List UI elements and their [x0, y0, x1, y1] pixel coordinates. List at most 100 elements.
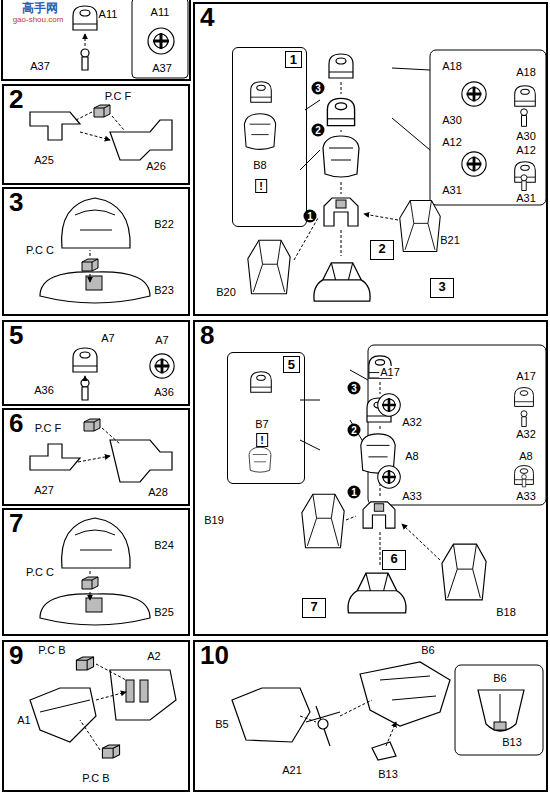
step10-art-part [380, 676, 436, 700]
step7-art-part [86, 598, 102, 612]
part-label: A37 [151, 62, 173, 74]
frames-part [368, 345, 546, 505]
part-label: B5 [214, 718, 229, 730]
part-label: P.C F [104, 90, 133, 102]
frames-part [455, 665, 543, 755]
step10-art [232, 662, 524, 760]
part-label: A18 [515, 66, 537, 78]
part-label: A31 [441, 184, 463, 196]
step-number: 10 [200, 641, 229, 669]
step7-art-part [82, 577, 98, 589]
part-label: A1 [16, 714, 31, 726]
part-label: A28 [147, 486, 169, 498]
step5-art-part [85, 376, 86, 378]
step10-art-part [306, 706, 340, 746]
step-number: 2 [9, 85, 23, 113]
step3-art-part [82, 259, 98, 271]
part-label: B25 [153, 606, 175, 618]
part-label: P.C C [25, 244, 55, 256]
part-label: P.C B [37, 644, 66, 656]
part-label: A2 [146, 650, 161, 662]
callout-number: 1 [304, 210, 317, 223]
step10-art-part [478, 690, 524, 731]
step8-art-part [363, 502, 395, 528]
step6-art-part [110, 440, 172, 482]
frames-part [2, 0, 190, 80]
step3-art-part [75, 210, 115, 230]
frames-part [430, 50, 546, 205]
step-panel: 10 [193, 640, 548, 792]
step-ref-number: 1 [285, 51, 302, 68]
callout-number: 2 [312, 124, 325, 137]
step-ref-number: 3 [431, 279, 453, 295]
part-label: A17 [379, 366, 401, 378]
step7-art [40, 518, 150, 625]
part-label: B7 [254, 418, 269, 430]
step8-art-part [522, 475, 527, 487]
step10-art-part [360, 662, 450, 726]
watermark: 高手网 [21, 2, 59, 14]
part-label: B13 [501, 736, 523, 748]
part-label: B6 [492, 672, 507, 684]
step4-art-part [324, 198, 358, 226]
step10-art-part [494, 722, 506, 730]
step4-art [244, 54, 535, 301]
part-label: A33 [515, 490, 537, 502]
detail-inset: 1 [232, 47, 307, 227]
part-label: A26 [145, 160, 167, 172]
step8-art-part [442, 544, 486, 600]
step8-art-part [515, 388, 534, 407]
step7-art-part [75, 530, 115, 550]
part-label: B6 [420, 644, 435, 656]
step-number: 4 [200, 3, 214, 31]
subassembly-ref-box: 6 [382, 550, 406, 570]
step4-art-part [244, 114, 275, 150]
step5-art-part [73, 348, 97, 372]
step3-art-part [90, 250, 91, 282]
step1-art [73, 6, 174, 70]
part-label: A21 [281, 764, 303, 776]
part-label: A33 [401, 490, 423, 502]
step-ref-number: 5 [283, 356, 300, 373]
step1-art-part [85, 34, 86, 46]
part-label: A8 [518, 450, 533, 462]
part-label: A30 [441, 114, 463, 126]
step2-art-part [76, 112, 124, 140]
part-label: A12 [441, 136, 463, 148]
step9-art-part [102, 745, 119, 758]
step-panel: 8567 [193, 320, 548, 636]
callout-number: 2 [348, 424, 361, 437]
step-number: 6 [9, 409, 23, 437]
step8-art-part [302, 494, 344, 547]
step9-art-part [30, 688, 96, 742]
step1-art-part [148, 28, 174, 54]
part-label: A31 [515, 192, 537, 204]
step4-art-part [462, 82, 486, 106]
step3-art-part [86, 276, 102, 290]
part-label: A25 [33, 154, 55, 166]
step7-art-part [90, 570, 91, 600]
part-label: A27 [33, 484, 55, 496]
step3-art-part [62, 198, 130, 248]
step4-art-part [521, 109, 528, 127]
part-label: P.C C [25, 566, 55, 578]
step4-art-part [323, 136, 359, 177]
part-label: A30 [515, 130, 537, 142]
step7-art-part [62, 518, 130, 568]
step10-art-part [300, 700, 396, 746]
part-label: B13 [377, 768, 399, 780]
part-label: P.C F [34, 422, 63, 434]
callout-number: 3 [348, 382, 361, 395]
step9-art-part [110, 670, 176, 720]
step10-art-part [318, 719, 328, 729]
step3-art [40, 198, 150, 303]
step10-art-part [372, 742, 396, 760]
step5-art-part [81, 379, 89, 400]
step4-art-part [248, 240, 290, 293]
step10-art-part [232, 688, 310, 742]
step4-art-part [251, 82, 272, 103]
